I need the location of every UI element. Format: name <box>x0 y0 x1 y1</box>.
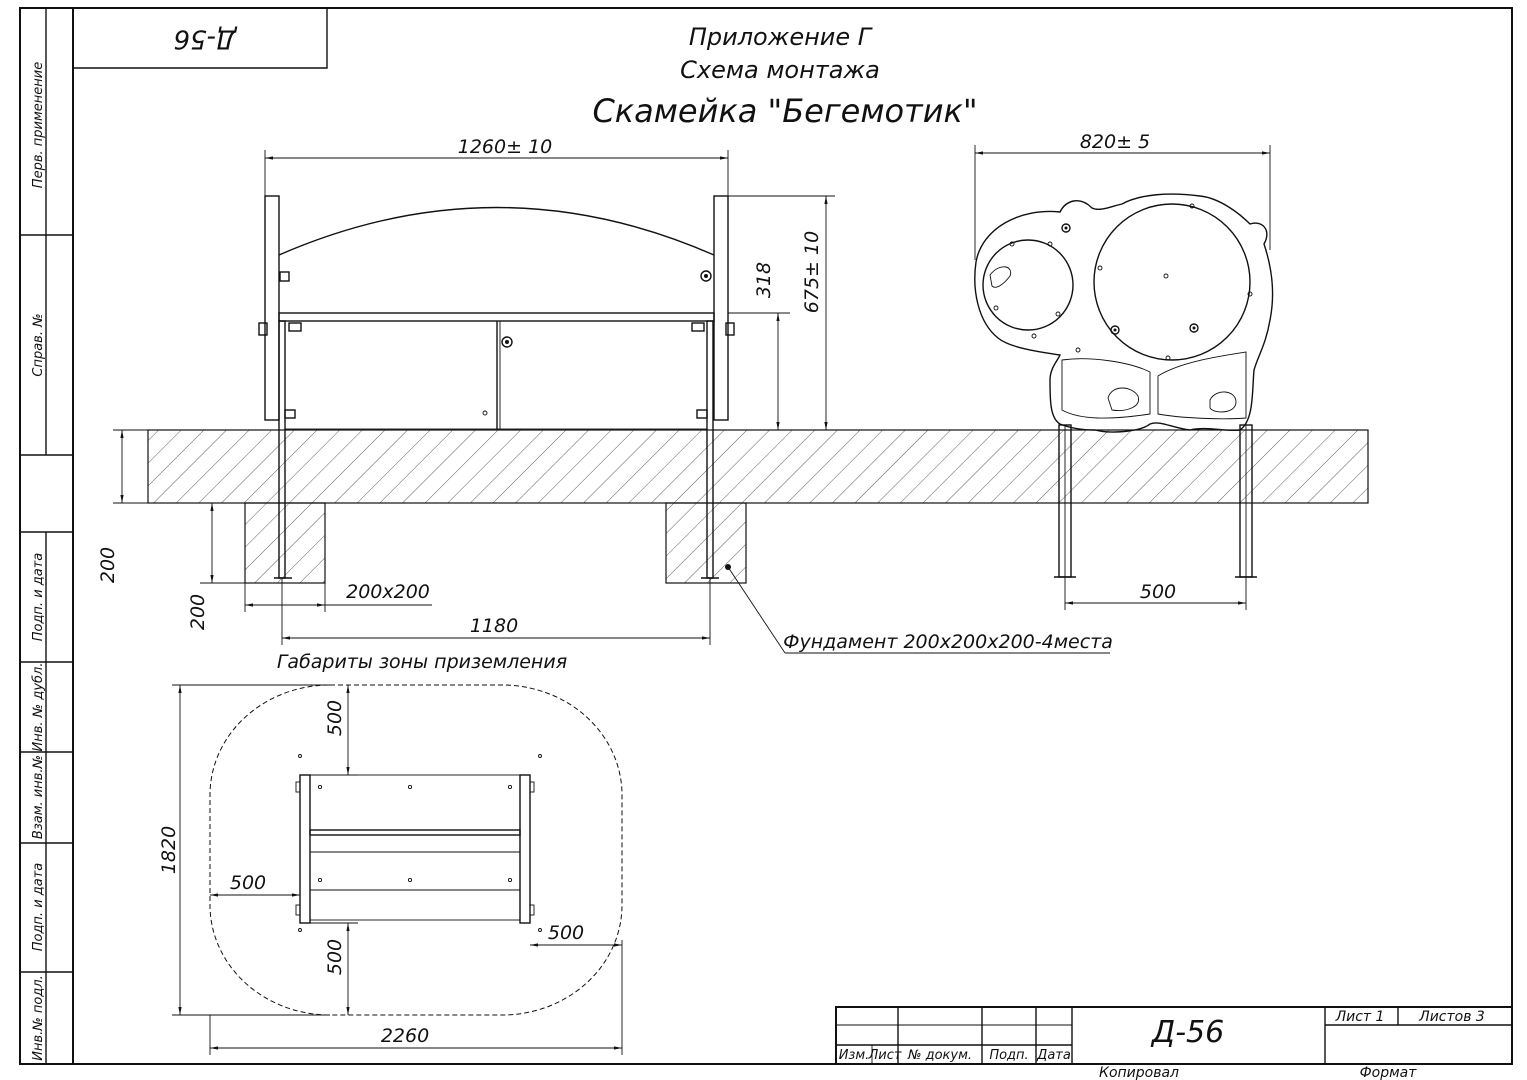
dim-zone-width: 2260 <box>381 1025 429 1047</box>
landing-zone: Габариты зоны приземления <box>209 651 623 1016</box>
dim-total-height: 675± 10 <box>801 231 823 313</box>
title-line1: Приложение Г <box>689 23 873 51</box>
dim-foundation-size: 200х200 <box>346 581 430 603</box>
tb-designation: Д-56 <box>1150 1015 1224 1050</box>
tb-date: Дата <box>1036 1048 1071 1063</box>
side-inv-podl: Инв.№ подл. <box>31 975 46 1061</box>
bench-front-view <box>258 195 735 579</box>
dim-zone-top: 500 <box>324 700 346 736</box>
side-podp-data-2: Подп. и дата <box>31 863 46 952</box>
side-podp-data-1: Подп. и дата <box>31 553 46 642</box>
front-dimensions: 1260± 10 318 675± 10 200 200 200х200 118… <box>97 136 835 645</box>
tb-podp: Подп. <box>989 1048 1028 1063</box>
tb-list-col: Лист <box>868 1048 902 1063</box>
side-perv: Перв. применение <box>31 62 46 188</box>
side-sprav: Справ. № <box>31 313 46 376</box>
designation-box: Д-56 <box>73 8 328 69</box>
dim-post-spacing-front: 1180 <box>470 615 518 637</box>
tb-sheet: Лист 1 <box>1335 1009 1385 1025</box>
dim-post-spacing-side: 500 <box>1140 581 1176 603</box>
ground-section <box>147 429 1369 504</box>
dim-zone-length: 1820 <box>158 826 180 874</box>
outer-frame <box>19 7 1513 1065</box>
title-line3: Скамейка "Бегемотик" <box>592 92 977 130</box>
inner-frame <box>72 7 1513 1065</box>
tb-copied: Копировал <box>1099 1065 1179 1080</box>
foundation-label: Фундамент 200х200х200-4места <box>783 631 1113 653</box>
dim-zone-right: 500 <box>548 922 584 944</box>
bench-side-view <box>974 193 1274 578</box>
dim-foundation-depth: 200 <box>187 594 209 630</box>
landing-zone-label: Габариты зоны приземления <box>277 651 567 673</box>
designation-rotated: Д-56 <box>174 24 238 54</box>
dim-zone-left: 500 <box>230 872 266 894</box>
dim-zone-bottom: 500 <box>324 939 346 975</box>
title-line2: Схема монтажа <box>680 56 880 84</box>
side-dimensions: 820± 5 500 <box>974 131 1271 610</box>
side-inv-dubl: Инв. № дубл. <box>31 663 46 752</box>
dim-width-front: 1260± 10 <box>458 136 553 158</box>
tb-format: Формат <box>1360 1065 1418 1080</box>
dim-width-side: 820± 5 <box>1080 131 1150 153</box>
tb-sheets: Листов 3 <box>1418 1009 1485 1025</box>
dim-ground-depth: 200 <box>97 547 119 583</box>
side-vzam-inv: Взам. инв.№ <box>31 755 46 839</box>
zone-dimensions: 1820 2260 500 500 500 500 <box>158 684 623 1055</box>
side-strip: Перв. применение Справ. № Подп. и дата И… <box>20 8 73 1064</box>
foundation-right <box>665 502 747 584</box>
tb-doc-no: № докум. <box>907 1048 972 1063</box>
dim-seat-height: 318 <box>753 262 775 298</box>
title-block: Изм. Лист № докум. Подп. Дата Д-56 Лист … <box>835 1006 1513 1080</box>
foundation-leader: Фундамент 200х200х200-4места <box>725 564 1113 654</box>
tb-izm: Изм. <box>839 1048 870 1063</box>
